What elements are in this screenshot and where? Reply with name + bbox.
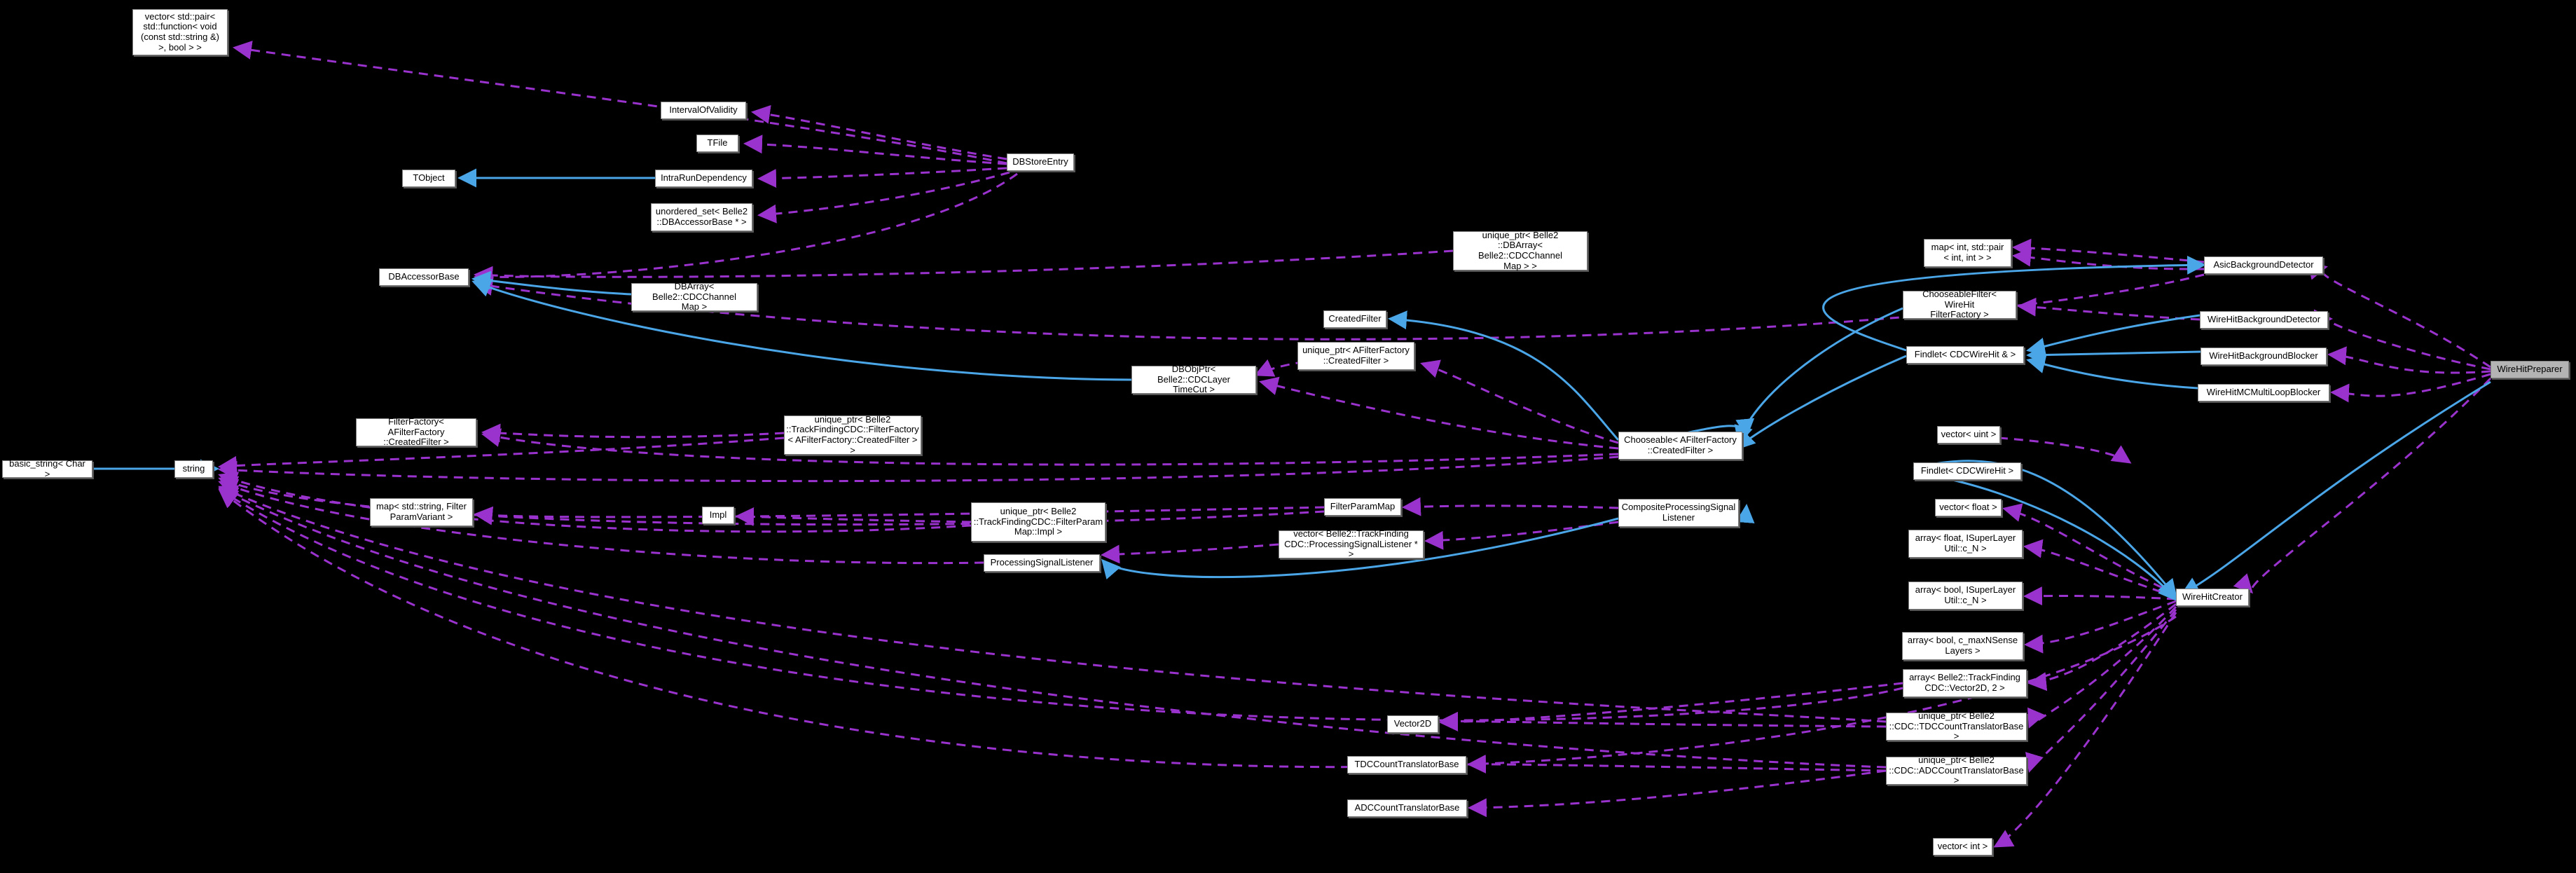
class-node-n43[interactable]: TDCCountTranslatorBase	[1347, 756, 1466, 774]
class-node-n7[interactable]: DBStoreEntry	[1007, 153, 1074, 171]
class-node-n5[interactable]: IntraRunDependency	[655, 170, 752, 187]
class-node-n31[interactable]: WireHitBackgroundBlocker	[2200, 348, 2327, 365]
class-node-n8[interactable]: DBAccessorBase	[379, 268, 469, 286]
class-node-n16[interactable]: basic_string< Char >	[2, 458, 92, 479]
class-node-n28[interactable]: Findlet< CDCWireHit & >	[1906, 346, 2024, 364]
class-node-n21[interactable]: unique_ptr< Belle2 ::TrackFindingCDC::Fi…	[971, 502, 1106, 542]
class-node-n19[interactable]: map< std::string, Filter ParamVariant >	[370, 498, 473, 526]
class-node-n6[interactable]: unordered_set< Belle2 ::DBAccessorBase *…	[651, 203, 752, 231]
class-node-n24[interactable]: vector< Belle2::TrackFinding CDC::Proces…	[1279, 528, 1424, 559]
class-node-n45[interactable]: ADCCountTranslatorBase	[1347, 799, 1467, 817]
class-node-n42[interactable]: unique_ptr< Belle2 ::CDC::TDCCountTransl…	[1886, 710, 2027, 741]
class-node-n30[interactable]: WireHitBackgroundDetector	[2200, 311, 2328, 329]
class-node-n13[interactable]: DBObjPtr< Belle2::CDCLayer TimeCut >	[1131, 364, 1256, 394]
class-node-n22[interactable]: FilterParamMap	[1324, 498, 1401, 516]
class-node-n32[interactable]: WireHitMCMultiLoopBlocker	[2198, 384, 2329, 401]
class-node-n29[interactable]: AsicBackgroundDetector	[2204, 256, 2323, 274]
class-node-n3[interactable]: TFile	[696, 135, 738, 152]
class-node-n36[interactable]: vector< float >	[1935, 499, 2002, 516]
class-node-n11[interactable]: CreatedFilter	[1323, 310, 1386, 328]
class-node-n26[interactable]: map< int, std::pair < int, int > >	[1924, 239, 2011, 267]
class-node-n46[interactable]: WireHitCreator	[2176, 589, 2249, 606]
class-node-n27[interactable]: ChooseableFilter< WireHit FilterFactory …	[1903, 289, 2016, 319]
class-node-n4[interactable]: TObject	[402, 170, 455, 187]
class-node-n34[interactable]: vector< uint >	[1937, 426, 2000, 444]
class-node-n14[interactable]: FilterFactory< AFilterFactory ::CreatedF…	[356, 416, 476, 447]
class-node-n2[interactable]: IntervalOfValidity	[661, 102, 746, 119]
class-node-n10[interactable]: unique_ptr< Belle2 ::DBArray< Belle2::CD…	[1453, 230, 1587, 270]
class-node-n38[interactable]: array< bool, ISuperLayer Util::c_N >	[1908, 582, 2023, 610]
class-node-n15[interactable]: unique_ptr< Belle2 ::TrackFindingCDC::Fi…	[784, 414, 921, 455]
class-node-n9[interactable]: DBArray< Belle2::CDCChannel Map >	[631, 281, 757, 312]
class-node-n23[interactable]: CompositeProcessingSignal Listener	[1618, 499, 1739, 527]
class-node-n12[interactable]: unique_ptr< AFilterFactory ::CreatedFilt…	[1297, 342, 1414, 370]
class-node-n40[interactable]: array< Belle2::TrackFinding CDC::Vector2…	[1903, 669, 2027, 697]
class-node-n39[interactable]: array< bool, c_maxNSense Layers >	[1902, 632, 2023, 660]
class-node-n33[interactable]: WireHitPreparer	[2491, 361, 2569, 378]
class-node-n37[interactable]: array< float, ISuperLayer Util::c_N >	[1908, 530, 2023, 558]
class-node-n25[interactable]: ProcessingSignalListener	[984, 554, 1100, 572]
class-node-n41[interactable]: Vector2D	[1387, 715, 1438, 733]
class-node-n1[interactable]: vector< std::pair< std::function< void (…	[132, 9, 228, 55]
class-node-n20[interactable]: Impl	[702, 507, 734, 524]
class-node-n18[interactable]: Chooseable< AFilterFactory ::CreatedFilt…	[1618, 432, 1742, 460]
class-node-n35[interactable]: Findlet< CDCWireHit >	[1913, 462, 2021, 480]
class-node-n44[interactable]: unique_ptr< Belle2 ::CDC::ADCCountTransl…	[1886, 755, 2027, 785]
class-node-n17[interactable]: string	[174, 460, 213, 478]
class-node-n47[interactable]: vector< int >	[1933, 838, 1992, 855]
